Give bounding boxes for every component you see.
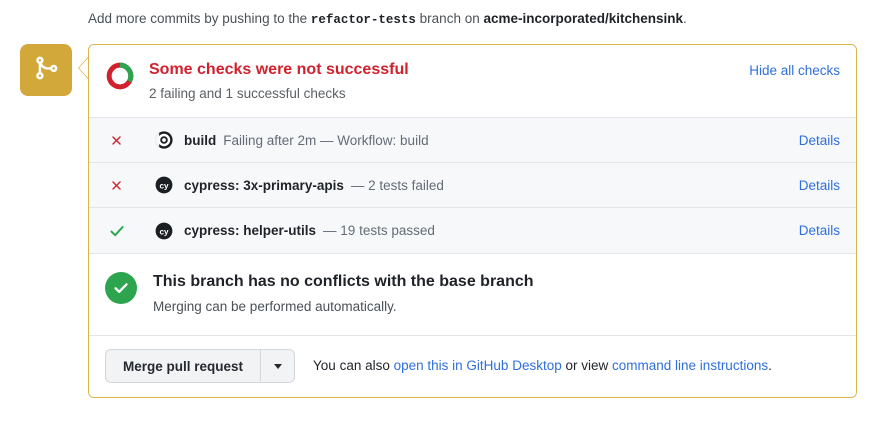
repository-name: acme-incorporated/kitchensink bbox=[483, 11, 684, 26]
merge-status-title: This branch has no conflicts with the ba… bbox=[153, 273, 534, 290]
footer-note-middle: or view bbox=[565, 358, 609, 373]
x-mark-icon bbox=[105, 133, 139, 148]
push-notice-middle: branch on bbox=[419, 11, 480, 26]
x-mark-icon bbox=[105, 178, 139, 193]
push-notice-prefix: Add more commits by pushing to the bbox=[88, 11, 308, 26]
check-name: cypress: 3x-primary-apis bbox=[184, 177, 344, 193]
merge-options-dropdown-button[interactable] bbox=[260, 349, 296, 383]
check-details-link[interactable]: Details bbox=[798, 177, 840, 193]
cypress-icon: cy bbox=[154, 220, 174, 241]
svg-text:cy: cy bbox=[159, 227, 169, 236]
checks-summary-title: Some checks were not successful bbox=[149, 61, 409, 78]
checks-list: build Failing after 2m — Workflow: build… bbox=[89, 117, 856, 253]
chevron-down-icon bbox=[273, 363, 282, 369]
callout-pointer bbox=[78, 56, 90, 80]
check-name: build bbox=[184, 132, 217, 148]
git-merge-icon bbox=[33, 55, 59, 86]
check-circle-icon bbox=[105, 272, 137, 304]
merge-badge-square bbox=[20, 44, 72, 96]
footer-note-suffix: . bbox=[768, 358, 772, 373]
check-description: — 19 tests passed bbox=[323, 223, 435, 238]
cypress-icon: cy bbox=[154, 175, 174, 195]
push-notice-suffix: . bbox=[683, 11, 687, 26]
check-name: cypress: helper-utils bbox=[184, 223, 317, 238]
footer-note-prefix: You can also bbox=[313, 358, 390, 373]
merge-status-subtitle: Merging can be performed automatically. bbox=[153, 299, 397, 314]
check-mark-icon bbox=[105, 223, 139, 239]
branch-conflict-status: This branch has no conflicts with the ba… bbox=[89, 253, 856, 335]
checks-summary-header: Some checks were not successful 2 failin… bbox=[89, 45, 856, 117]
svg-text:cy: cy bbox=[159, 181, 169, 190]
merge-badge bbox=[20, 44, 72, 96]
open-in-github-desktop-link[interactable]: open this in GitHub Desktop bbox=[393, 358, 562, 373]
table-row[interactable]: cy cypress: helper-utils — 19 tests pass… bbox=[89, 208, 856, 253]
merge-status-panel: Some checks were not successful 2 failin… bbox=[88, 44, 857, 398]
check-details-link[interactable]: Details bbox=[798, 223, 840, 238]
check-description: Failing after 2m — Workflow: build bbox=[223, 132, 429, 148]
checks-summary-subtitle: 2 failing and 1 successful checks bbox=[149, 86, 346, 101]
merge-button-group: Merge pull request bbox=[105, 349, 296, 383]
merge-pull-request-button[interactable]: Merge pull request bbox=[105, 349, 261, 383]
table-row[interactable]: build Failing after 2m — Workflow: build… bbox=[89, 118, 856, 163]
merge-actions-footer: Merge pull request You can also open thi… bbox=[89, 335, 856, 397]
branch-name: refactor-tests bbox=[310, 13, 416, 27]
hide-all-checks-link[interactable]: Hide all checks bbox=[749, 63, 840, 78]
checks-donut-icon bbox=[105, 61, 135, 96]
github-actions-icon bbox=[154, 130, 174, 150]
footer-help-text: You can also open this in GitHub Desktop… bbox=[313, 356, 772, 376]
check-details-link[interactable]: Details bbox=[798, 132, 840, 148]
push-commits-notice: Add more commits by pushing to the refac… bbox=[88, 9, 687, 30]
command-line-instructions-link[interactable]: command line instructions bbox=[612, 358, 769, 373]
check-description: — 2 tests failed bbox=[350, 177, 444, 193]
table-row[interactable]: cy cypress: 3x-primary-apis — 2 tests fa… bbox=[89, 163, 856, 208]
